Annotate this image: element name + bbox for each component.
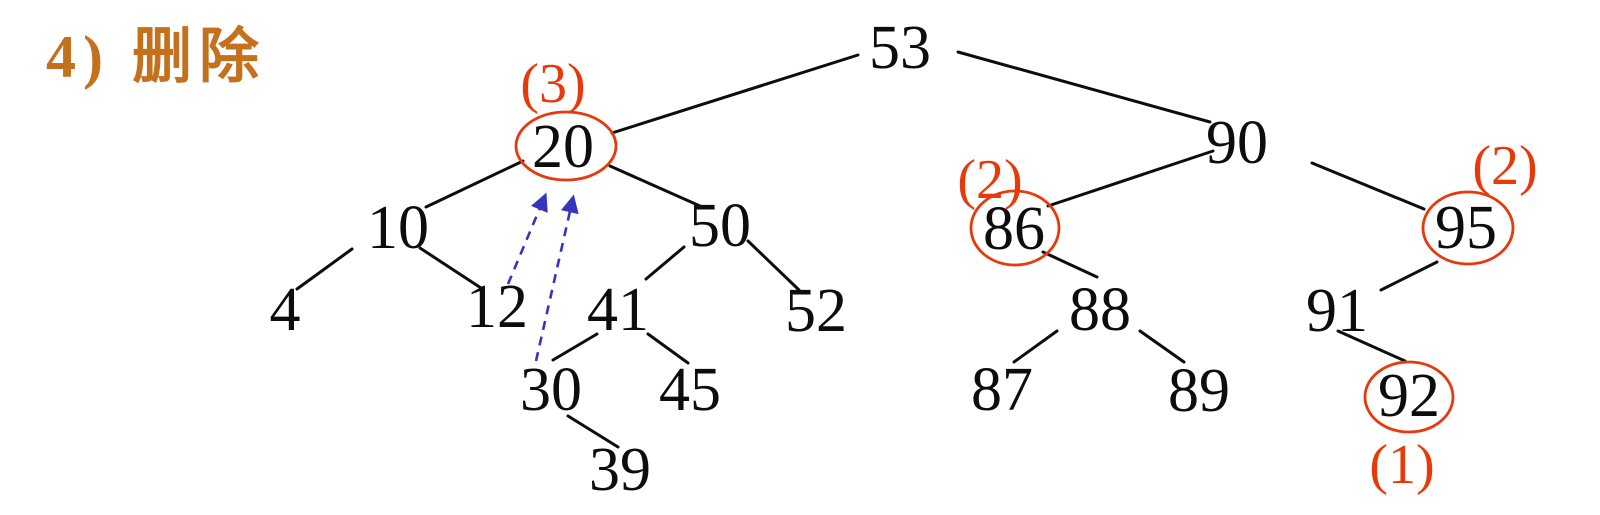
- tree-edge-53-90: [956, 50, 1212, 124]
- tree-edge-53-20: [610, 53, 860, 135]
- tree-edge-20-10: [424, 159, 525, 209]
- highlight-circle-86: [969, 189, 1061, 267]
- highlight-circle-95: [1421, 190, 1515, 266]
- tree-edge-95-91: [1379, 260, 1439, 292]
- tree-node-20: 20: [532, 113, 594, 181]
- tree-node-45: 45: [659, 356, 721, 424]
- tree-edge-88-87: [1012, 329, 1059, 364]
- tree-node-12: 12: [466, 273, 528, 341]
- tree-edge-10-12: [418, 246, 483, 290]
- step-note-86: (2): [957, 149, 1022, 211]
- tree-node-87: 87: [971, 356, 1033, 424]
- tree-node-4: 4: [270, 276, 301, 344]
- tree-edge-20-50: [608, 164, 702, 208]
- replacement-arrow-12-to-20: [506, 192, 548, 285]
- tree-edge-41-30: [551, 332, 599, 362]
- tree-node-91: 91: [1306, 277, 1368, 345]
- tree-node-39: 39: [589, 436, 651, 504]
- tree-node-95: 95: [1435, 194, 1497, 262]
- tree-edge-50-41: [644, 245, 686, 281]
- tree-node-86: 86: [983, 195, 1045, 263]
- tree-node-52: 52: [785, 277, 847, 345]
- tree-node-88: 88: [1069, 276, 1131, 344]
- tree-edge-41-45: [646, 332, 690, 365]
- highlight-circle-20: [514, 110, 618, 182]
- tree-edge-88-89: [1138, 329, 1186, 364]
- tree-edge-50-52: [746, 239, 801, 292]
- tree-edge-91-92: [1336, 329, 1407, 363]
- step-note-20: (3): [520, 53, 585, 115]
- tree-node-10: 10: [367, 194, 429, 262]
- tree-edge-86-88: [1041, 250, 1099, 279]
- page-title: 4) 删除: [46, 24, 266, 90]
- tree-edge-30-39: [566, 414, 620, 449]
- tree-node-92: 92: [1378, 362, 1440, 430]
- tree-edge-90-95: [1310, 161, 1426, 211]
- highlight-circle-92: [1363, 360, 1455, 434]
- tree-node-89: 89: [1168, 357, 1230, 425]
- tree-node-90: 90: [1206, 109, 1268, 177]
- replacement-arrow-30-to-20: [534, 194, 579, 362]
- tree-node-41: 41: [587, 276, 649, 344]
- tree-node-53: 53: [869, 14, 931, 82]
- tree-edge-90-86: [1046, 149, 1215, 208]
- step-note-92: (1): [1369, 434, 1434, 496]
- tree-node-30: 30: [520, 356, 582, 424]
- step-note-95: (2): [1472, 135, 1537, 197]
- tree-edge-10-4: [295, 247, 354, 291]
- tree-node-50: 50: [689, 192, 751, 260]
